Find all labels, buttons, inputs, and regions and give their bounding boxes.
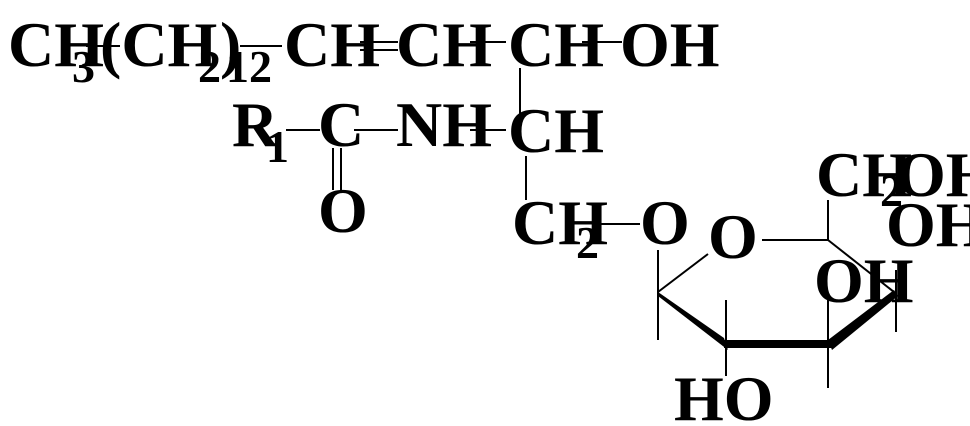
linker-ch2-subscript: 2 <box>576 217 599 268</box>
fatty-chain: CH 3 (CH 2 ) 12 CH CH CH OH <box>8 9 720 92</box>
ring-oxygen: O <box>708 201 758 272</box>
amide-c: C <box>318 89 364 160</box>
bond-lines <box>86 41 898 388</box>
sugar-ch2oh-oh: OH <box>896 139 970 210</box>
ring-bond-c5-c4 <box>827 239 895 293</box>
chain-oh: OH <box>620 9 720 80</box>
chain-repeat-subscript: 12 <box>226 41 272 92</box>
ring-wedge-right <box>828 290 898 350</box>
sugar-oh-mid: OH <box>814 245 914 316</box>
amide-carbonyl-o: O <box>318 175 368 246</box>
linker-ch2: CH <box>512 187 608 258</box>
sugar-ring: O CH 2 OH OH OH HO <box>674 139 970 426</box>
chain-paren-ch: (CH <box>100 9 217 80</box>
chain-ch3: CH <box>8 9 104 80</box>
ring-bond-c1-o <box>657 253 709 293</box>
sugar-ch2oh-ch: CH <box>816 139 912 210</box>
sugar-ho-bottom: HO <box>674 363 774 426</box>
amide-r: R <box>232 89 279 160</box>
sugar-oh-right: OH <box>886 189 970 260</box>
chain-paren-close: ) <box>220 9 241 80</box>
sugar-ch2oh-subscript: 2 <box>880 165 903 216</box>
chain-ch3-subscript: 3 <box>72 41 95 92</box>
amide-ch: CH <box>508 95 604 166</box>
chain-ch-3: CH <box>508 9 604 80</box>
chain-ch-2: CH <box>396 9 492 80</box>
amide-nh: NH <box>396 89 492 160</box>
linker-ether-o: O <box>640 187 690 258</box>
amide-r-subscript: 1 <box>266 121 289 172</box>
chain-paren-subscript: 2 <box>198 41 221 92</box>
amide-group: R 1 C NH CH O <box>232 89 604 246</box>
chain-ch-1: CH <box>284 9 380 80</box>
linker-group: CH 2 O <box>512 187 690 268</box>
ring-wedge-left <box>658 292 728 350</box>
